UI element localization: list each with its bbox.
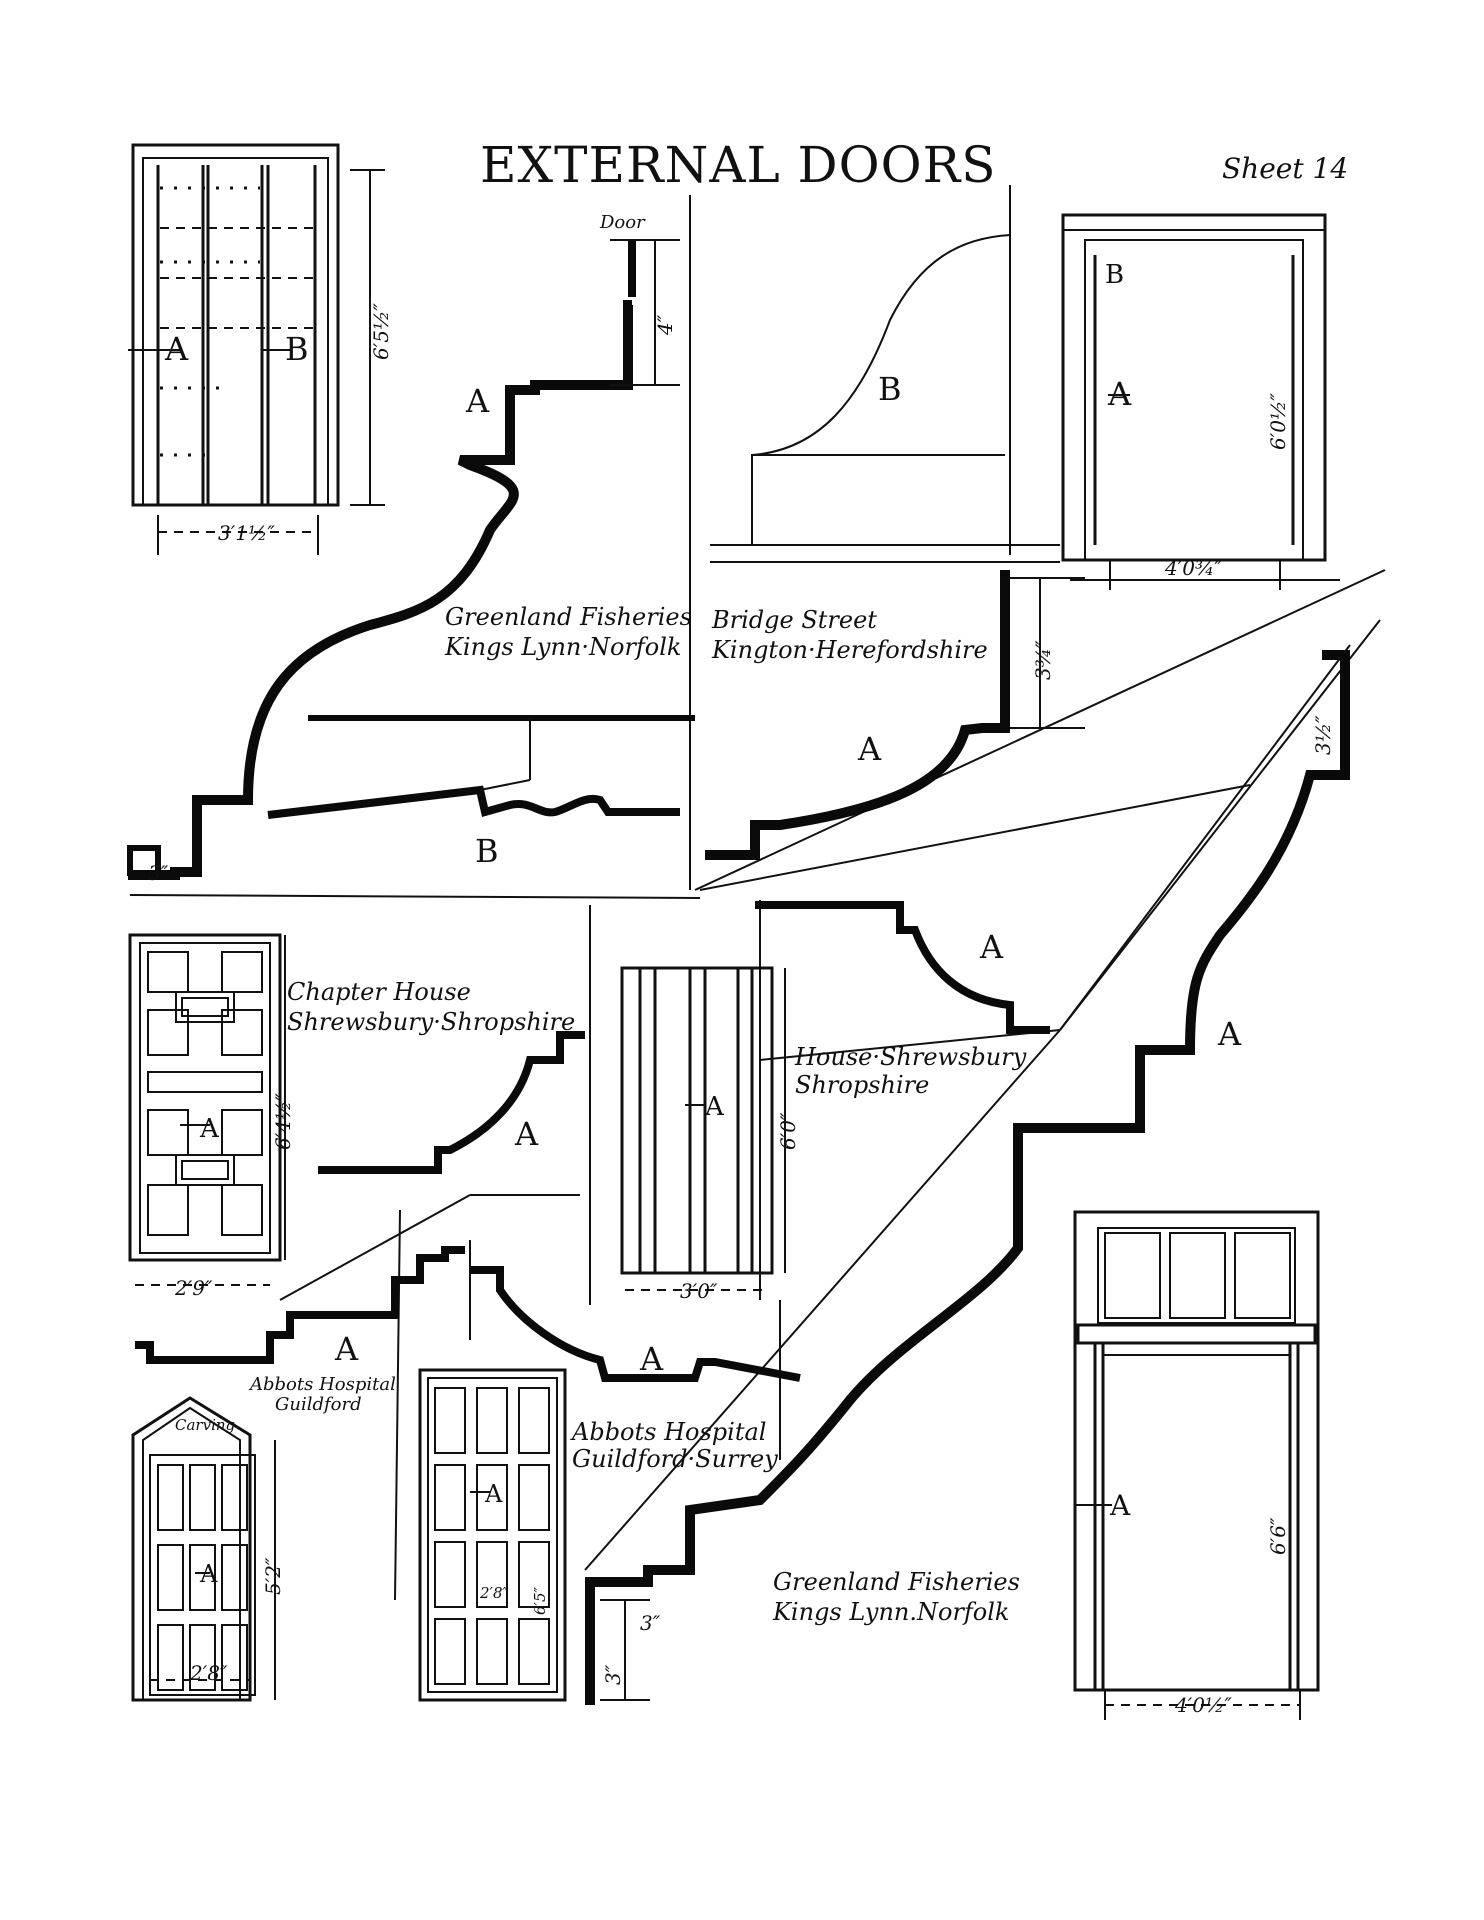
dimension-bottom-profile-2: 3″ <box>601 1664 625 1685</box>
dimension-height: 6′5½″ <box>369 303 393 360</box>
door-label: Door <box>599 212 646 233</box>
transom-door-a-mark: A <box>1109 1489 1131 1522</box>
right-profile-a-mark: A <box>1217 1015 1242 1053</box>
dimension-abbots1-width: 2′8″ <box>189 1661 228 1685</box>
abbots-door2-a-mark: A <box>484 1480 503 1508</box>
house-door-a-mark: A <box>704 1092 725 1122</box>
abbots2-profile-a-mark: A <box>639 1340 664 1378</box>
door2-mark-a: A <box>1107 375 1132 413</box>
house-profile-a-mark: A <box>979 928 1004 966</box>
carving-label: Carving <box>175 1416 235 1434</box>
caption-abbots-1-line2: Guildford <box>275 1394 362 1415</box>
moulding-profile-a-right <box>585 650 1350 1705</box>
dimension-chapter-height: 6′4½″ <box>271 1093 295 1150</box>
bridge-profile-b-mark: B <box>878 370 902 408</box>
profile-a-mark: A <box>465 382 490 420</box>
sill-step <box>127 845 161 876</box>
moulding-profile-b <box>267 785 680 819</box>
caption-greenland-2-line2: Kings Lynn.Norfolk <box>772 1598 1009 1626</box>
dimension-bridge-profile: 3¾″ <box>1031 640 1055 680</box>
door-elevation-house-shrewsbury <box>620 966 786 1291</box>
door-elevation-bridge-street <box>1061 213 1340 590</box>
door-elevation-abbots-panelled <box>418 1368 567 1702</box>
moulding-profile-a-abbots-1 <box>135 1246 465 1364</box>
door-elevation-abbots-carving <box>131 1396 276 1702</box>
section-mark-a: A <box>164 330 189 368</box>
dimension-profile: 4″ <box>653 314 677 336</box>
abbots1-profile-a-mark: A <box>334 1330 359 1368</box>
moulding-profile-b-bridge <box>751 234 1011 545</box>
dimension-abbots2-width: 2′8″ <box>479 1584 508 1602</box>
dimension-house-width: 3′0″ <box>680 1279 718 1303</box>
caption-greenland-1-line2: Kings Lynn·Norfolk <box>444 633 681 661</box>
moulding-profile-a-bridge <box>705 570 1010 860</box>
profile-b-mark: B <box>475 832 499 870</box>
caption-abbots-2-line1: Abbots Hospital <box>570 1418 766 1446</box>
bridge-profile-a-mark: A <box>857 730 882 768</box>
dimension-abbots1-height: 5′2″ <box>261 1557 285 1595</box>
door-elevation-greenland-transom <box>1073 1210 1320 1720</box>
dimension-right-profile: 3½″ <box>1311 715 1335 755</box>
caption-greenland-2-line1: Greenland Fisheries <box>773 1568 1020 1596</box>
dimension-door2-width: 4′0¾″ <box>1164 556 1222 580</box>
caption-bridge-line1: Bridge Street <box>711 606 877 634</box>
dimension-house-height: 6′0″ <box>776 1112 800 1150</box>
moulding-profile-a-house <box>755 901 1050 1034</box>
dimension-bottom-profile: 3″ <box>640 1611 661 1635</box>
dimension-width: 3′1½″ <box>218 521 275 545</box>
door-elevation-chapter-house <box>128 933 286 1286</box>
dimension-abbots2-height: 6′5″ <box>531 1587 549 1615</box>
chapter-door-a-mark: A <box>199 1114 220 1144</box>
moulding-profile-a-large <box>128 300 633 880</box>
sheet-number: Sheet 14 <box>1222 152 1348 185</box>
dimension-chapter-width: 2′9″ <box>174 1276 213 1300</box>
moulding-profile-a-abbots-2 <box>470 1266 801 1382</box>
caption-bridge-line2: Kington·Herefordshire <box>711 636 988 664</box>
dimension-transom-height: 6′6″ <box>1266 1517 1290 1555</box>
caption-abbots-1-line1: Abbots Hospital <box>248 1374 396 1395</box>
dimension-transom-width: 4′0½″ <box>1174 1693 1232 1717</box>
sheet-title: EXTERNAL DOORS <box>480 136 997 194</box>
dimension-door2-height: 6′0½″ <box>1266 393 1290 450</box>
section-dividers <box>129 185 1386 1601</box>
caption-house-line2: Shropshire <box>795 1071 929 1099</box>
dimension-step: 3″ <box>148 861 169 885</box>
chapter-profile-a-mark: A <box>514 1115 539 1153</box>
caption-chapter-line1: Chapter House <box>287 978 471 1006</box>
caption-abbots-2-line2: Guildford·Surrey <box>572 1445 778 1473</box>
caption-chapter-line2: Shrewsbury·Shropshire <box>287 1008 575 1036</box>
door2-mark-b: B <box>1105 260 1124 290</box>
caption-greenland-1-line1: Greenland Fisheries <box>445 603 692 631</box>
caption-house-line1: House·Shrewsbury <box>794 1043 1027 1071</box>
abbots-door1-a-mark: A <box>199 1560 218 1588</box>
door-elevation-greenland-top <box>128 143 385 555</box>
moulding-profile-a-chapter <box>318 1031 585 1174</box>
section-mark-b: B <box>285 330 309 368</box>
